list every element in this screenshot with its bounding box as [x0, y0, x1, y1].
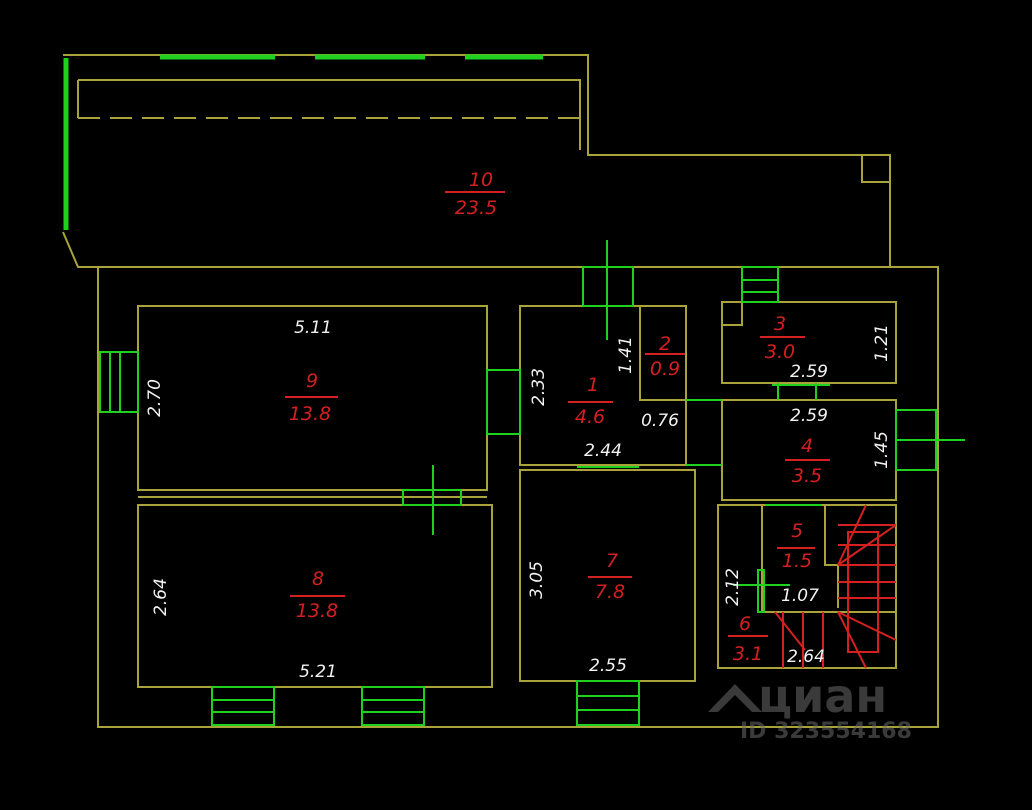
- svg-text:2.59: 2.59: [790, 406, 828, 426]
- svg-text:4: 4: [801, 435, 813, 457]
- svg-text:3.05: 3.05: [527, 561, 547, 599]
- svg-text:23.5: 23.5: [455, 197, 497, 219]
- svg-text:0.9: 0.9: [650, 358, 680, 380]
- svg-text:5.21: 5.21: [299, 662, 337, 682]
- svg-text:2.12: 2.12: [723, 568, 743, 606]
- svg-text:2.44: 2.44: [584, 441, 622, 461]
- room-4-label: 4 3.5: [785, 435, 830, 487]
- svg-text:7.8: 7.8: [595, 581, 625, 603]
- svg-text:5: 5: [791, 520, 803, 542]
- room-6-label: 6 3.1: [728, 613, 768, 665]
- svg-text:3.1: 3.1: [733, 643, 763, 665]
- svg-text:2.64: 2.64: [787, 647, 825, 667]
- svg-text:2.64: 2.64: [151, 578, 171, 616]
- svg-text:1: 1: [587, 374, 599, 396]
- svg-text:1.45: 1.45: [872, 431, 892, 469]
- cian-watermark: циан ID 323554168: [708, 669, 912, 744]
- svg-text:10: 10: [469, 169, 493, 191]
- svg-text:4.6: 4.6: [575, 406, 605, 428]
- svg-text:2: 2: [659, 333, 671, 355]
- svg-text:1.41: 1.41: [616, 336, 636, 374]
- svg-text:2.59: 2.59: [790, 362, 828, 382]
- cian-logo-icon: [708, 684, 762, 712]
- svg-text:8: 8: [312, 568, 324, 590]
- svg-text:6: 6: [739, 613, 751, 635]
- svg-text:5.11: 5.11: [294, 318, 332, 338]
- room-8-label: 8 13.8: [290, 568, 345, 622]
- svg-text:3.0: 3.0: [765, 341, 795, 363]
- dimensions: 5.11 2.70 5.21 2.64 2.33 2.44 1.41 0.76 …: [145, 318, 892, 682]
- room-3-label: 3 3.0: [760, 313, 805, 363]
- svg-text:2.70: 2.70: [145, 379, 165, 417]
- svg-text:7: 7: [606, 550, 618, 572]
- room-2-label: 2 0.9: [645, 333, 685, 380]
- svg-text:9: 9: [306, 370, 318, 392]
- svg-text:циан: циан: [758, 669, 887, 723]
- room-5-label: 5 1.5: [777, 520, 815, 572]
- svg-text:2.33: 2.33: [529, 368, 549, 406]
- windows-and-doors: [63, 54, 965, 726]
- room-7-label: 7 7.8: [588, 550, 632, 603]
- svg-text:0.76: 0.76: [641, 411, 679, 431]
- svg-text:13.8: 13.8: [296, 600, 338, 622]
- svg-text:3.5: 3.5: [792, 465, 822, 487]
- svg-text:ID 323554168: ID 323554168: [740, 719, 912, 744]
- staircase: [774, 504, 897, 669]
- svg-text:2.55: 2.55: [589, 656, 627, 676]
- svg-text:1.21: 1.21: [872, 324, 892, 362]
- svg-text:13.8: 13.8: [289, 403, 331, 425]
- walls: [62, 54, 939, 728]
- svg-text:3: 3: [774, 313, 786, 335]
- svg-text:1.5: 1.5: [782, 550, 812, 572]
- room-1-label: 1 4.6: [568, 374, 613, 428]
- room-9-label: 9 13.8: [285, 370, 338, 425]
- room-10-label: 10 23.5: [445, 169, 505, 219]
- svg-text:1.07: 1.07: [781, 586, 819, 606]
